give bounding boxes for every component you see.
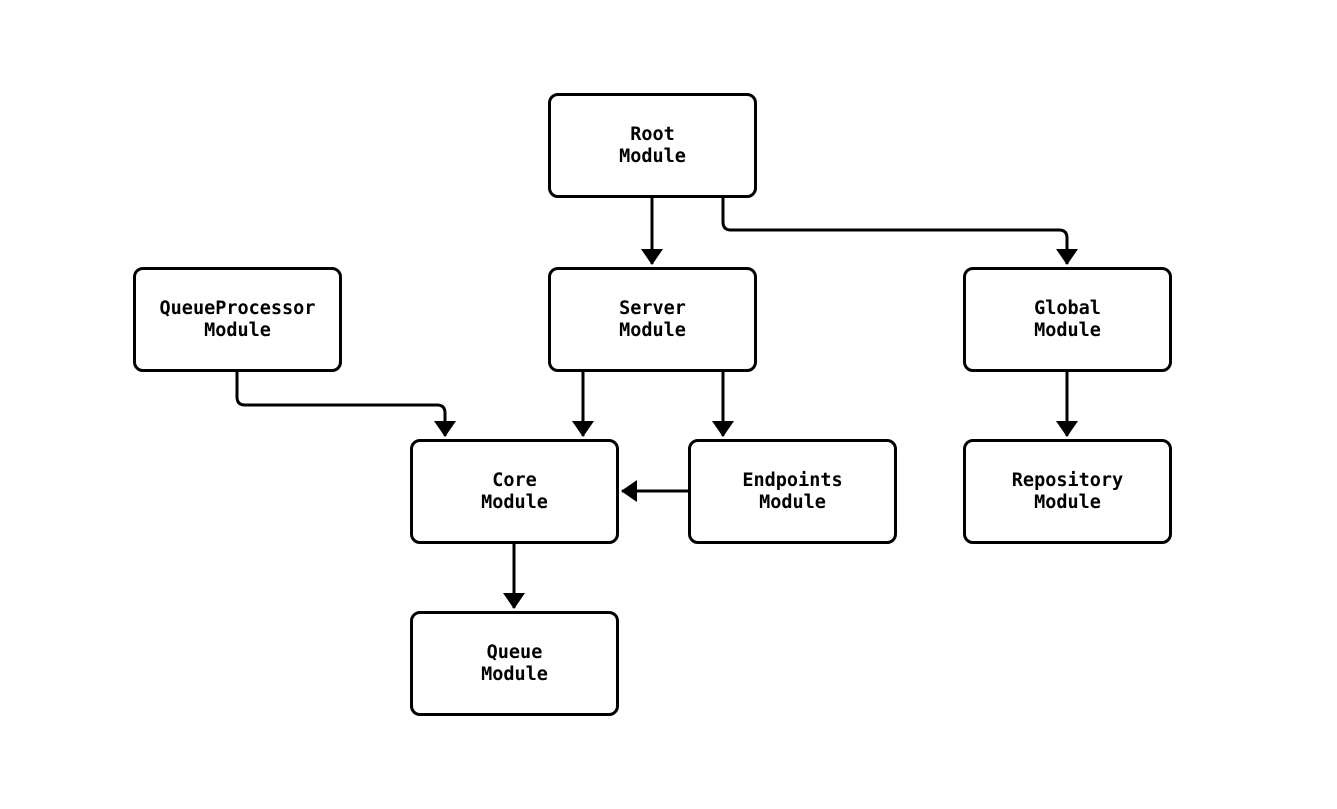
node-label-line2: Module <box>204 319 271 341</box>
node-label-line1: Core <box>492 469 537 491</box>
node-server-module: Server Module <box>548 267 757 372</box>
node-label-line2: Module <box>759 491 826 513</box>
node-label-line1: Server <box>619 297 686 319</box>
node-label-line2: Module <box>481 491 548 513</box>
node-root-module: Root Module <box>548 93 757 198</box>
node-label-line1: Global <box>1034 297 1101 319</box>
node-label-line2: Module <box>619 145 686 167</box>
edge-queueprocessor-to-core <box>235 372 456 437</box>
edge-root-to-global <box>721 198 1078 265</box>
node-label-line1: Root <box>630 123 675 145</box>
node-core-module: Core Module <box>410 439 619 544</box>
node-label-line2: Module <box>619 319 686 341</box>
node-endpoints-module: Endpoints Module <box>688 439 897 544</box>
node-label-line2: Module <box>481 663 548 685</box>
node-label-line2: Module <box>1034 491 1101 513</box>
node-queueprocessor-module: QueueProcessor Module <box>133 267 342 372</box>
node-queue-module: Queue Module <box>410 611 619 716</box>
node-label-line1: Repository <box>1011 469 1124 491</box>
node-label-line1: QueueProcessor <box>159 297 316 319</box>
node-repository-module: Repository Module <box>963 439 1172 544</box>
node-label-line2: Module <box>1034 319 1101 341</box>
node-label-line1: Endpoints <box>742 469 843 491</box>
node-global-module: Global Module <box>963 267 1172 372</box>
node-label-line1: Queue <box>486 641 543 663</box>
